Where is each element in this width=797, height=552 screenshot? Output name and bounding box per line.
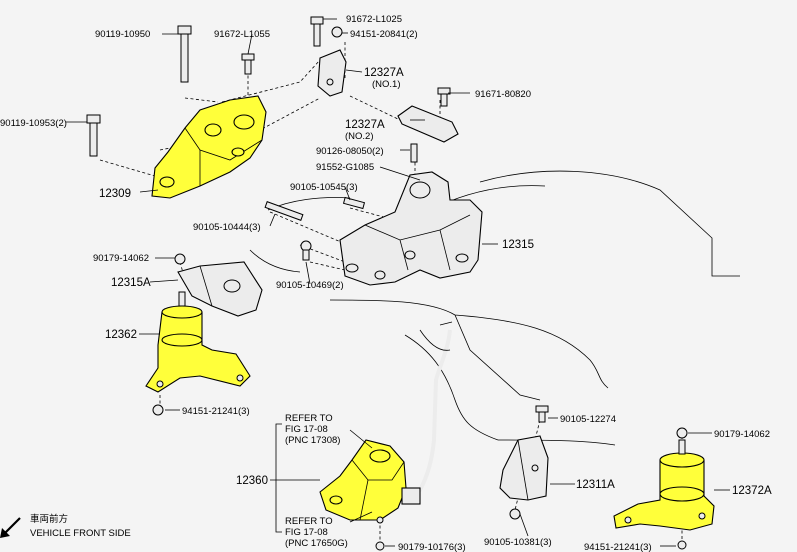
bolt-91671-80820[interactable] — [437, 87, 451, 107]
label-90105-10469: 90105-10469(2) — [276, 280, 344, 291]
engine-outline — [249, 170, 740, 446]
label-refer2-a: REFER TO — [285, 516, 333, 527]
label-12327a-no1: 12327A — [364, 67, 404, 79]
label-90119-10953: 90119-10953(2) — [0, 118, 67, 129]
stud-90126-08050[interactable] — [410, 143, 418, 163]
bolt-90119-10953[interactable] — [86, 114, 101, 157]
nut-90179-14062-right[interactable] — [676, 427, 688, 439]
bracket-12327a-no1[interactable] — [317, 49, 347, 97]
label-12360: 12360 — [236, 475, 268, 487]
label-12372a: 12372A — [732, 485, 772, 497]
hose-pipe — [408, 321, 453, 502]
label-90126-08050: 90126-08050(2) — [316, 146, 384, 157]
label-91671-80820: 91671-80820 — [475, 89, 531, 100]
label-12315a: 12315A — [111, 277, 151, 289]
bolt-90105-10545[interactable] — [342, 196, 366, 210]
bracket-12315a[interactable] — [177, 261, 263, 317]
bolt-91672-l1055[interactable] — [241, 53, 255, 75]
mount-12372a[interactable] — [613, 439, 715, 531]
nut-94151-21241-right[interactable] — [677, 540, 687, 550]
bracket-12327a-no2[interactable] — [397, 105, 459, 143]
label-12315: 12315 — [502, 239, 534, 251]
label-90105-10444: 90105-10444(3) — [193, 222, 261, 233]
label-90179-14062-left: 90179-14062 — [93, 253, 149, 264]
label-90179-10176: 90179-10176(3) — [398, 542, 466, 552]
label-no1: (NO.1) — [372, 79, 401, 90]
label-91552-g1085: 91552-G1085 — [316, 162, 374, 173]
mount-12362[interactable] — [145, 291, 251, 393]
label-refer1-a: REFER TO — [285, 413, 333, 424]
label-90105-12274: 90105-12274 — [560, 414, 616, 425]
vehicle-front-en: VEHICLE FRONT SIDE — [30, 528, 131, 539]
bracket-12311a[interactable] — [499, 435, 549, 501]
label-refer2-b: FIG 17-08 — [285, 527, 328, 538]
bolt-90105-10469[interactable] — [300, 240, 312, 261]
bolt-90105-12274[interactable] — [535, 405, 549, 423]
nut-94151-21241-left[interactable] — [152, 404, 164, 416]
part-labels: 90119-10950 91672-L1055 91672-L1025 9415… — [0, 14, 772, 552]
label-94151-20841: 94151-20841(2) — [350, 29, 418, 40]
label-refer1-b: FIG 17-08 — [285, 424, 328, 435]
label-94151-21241-left: 94151-21241(3) — [182, 406, 250, 417]
arrow-down-left-icon — [0, 517, 21, 538]
label-91672-l1055: 91672-L1055 — [214, 29, 270, 40]
mount-12309[interactable] — [151, 95, 267, 199]
label-12311a: 12311A — [576, 479, 615, 491]
label-91672-l1025: 91672-L1025 — [346, 14, 402, 25]
bolt-90105-10381[interactable] — [509, 508, 521, 520]
label-90105-10381: 90105-10381(3) — [484, 537, 552, 548]
bolt-91672-l1025[interactable] — [310, 16, 324, 47]
label-refer1-c: (PNC 17308) — [285, 435, 340, 446]
vehicle-front-indicator: 車両前方 VEHICLE FRONT SIDE — [0, 513, 131, 539]
label-refer2-c: (PNC 17650G) — [285, 538, 348, 549]
bolt-90179-10176[interactable] — [375, 541, 385, 551]
nut-94151-20841[interactable] — [331, 26, 343, 38]
label-90105-10545: 90105-10545(3) — [290, 182, 358, 193]
vehicle-front-jp: 車両前方 — [30, 513, 68, 525]
nut-90179-14062-left[interactable] — [174, 253, 186, 265]
mount-12360[interactable] — [319, 439, 421, 524]
bracket-12315[interactable] — [339, 171, 483, 286]
leader-lines — [66, 18, 730, 547]
bolt-90119-10950[interactable] — [177, 25, 192, 83]
label-no2: (NO.2) — [345, 131, 374, 142]
label-12327a-no2: 12327A — [345, 119, 385, 131]
label-90179-14062-right: 90179-14062 — [714, 429, 770, 440]
label-94151-21241-right: 94151-21241(3) — [584, 542, 652, 552]
label-90119-10950: 90119-10950 — [95, 29, 150, 40]
label-12309: 12309 — [99, 188, 131, 200]
label-12362: 12362 — [105, 329, 137, 341]
bolt-90105-10444[interactable] — [264, 201, 304, 221]
